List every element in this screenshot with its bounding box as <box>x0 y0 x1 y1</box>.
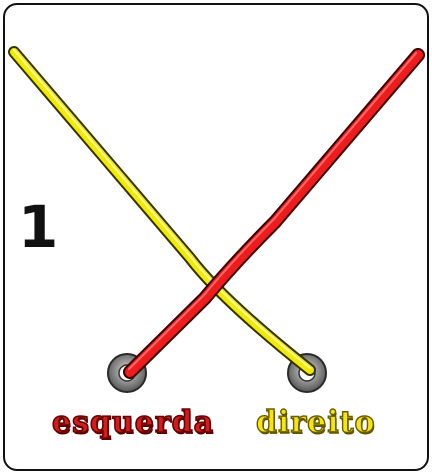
step-number: 1 <box>18 193 59 261</box>
red-lace <box>123 48 425 379</box>
yellow-lace <box>8 46 316 376</box>
left-label: esquerda <box>51 405 215 440</box>
right-label: direito <box>255 405 376 440</box>
instruction-card <box>3 3 429 471</box>
